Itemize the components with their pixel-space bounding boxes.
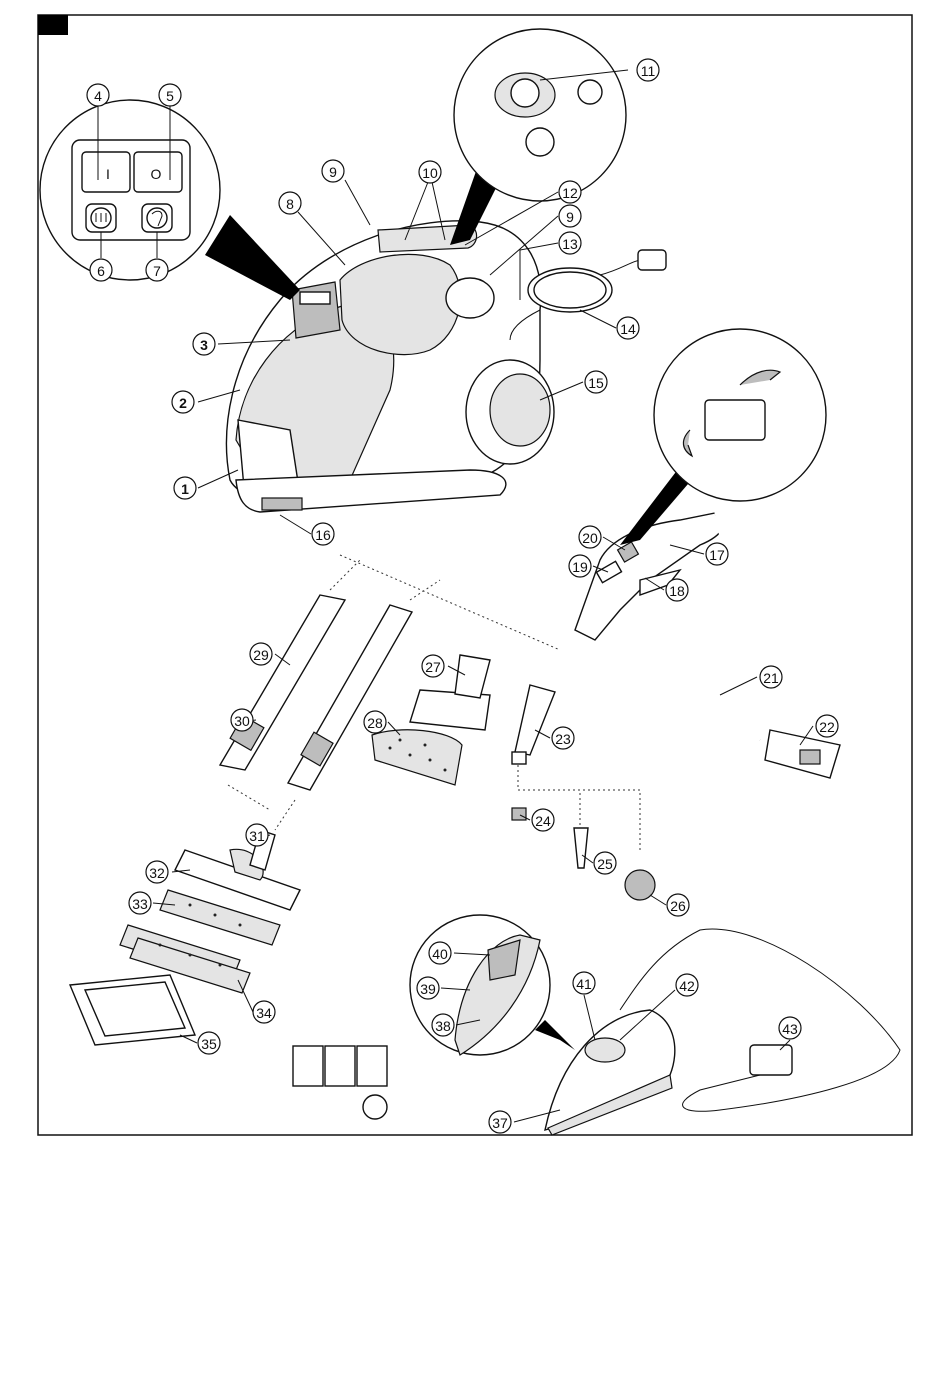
callout-31: 31: [246, 824, 268, 846]
callout-3: 3: [193, 333, 215, 355]
callout-20: 20: [579, 526, 601, 548]
callout-number: 27: [425, 659, 441, 675]
callout-number: 9: [566, 209, 574, 225]
callout-10: 10: [419, 161, 441, 183]
callout-number: 11: [641, 63, 656, 79]
callout-number: 12: [562, 185, 578, 201]
callout-33: 33: [129, 892, 151, 914]
callout-43: 43: [779, 1017, 801, 1039]
callout-7: 7: [146, 259, 168, 281]
corner-tab: [38, 15, 68, 35]
callout-number: 18: [669, 583, 685, 599]
steam-icon: [147, 208, 167, 228]
callout-34: 34: [253, 1001, 275, 1023]
callout-number: 24: [535, 813, 551, 829]
callout-number: 19: [572, 559, 588, 575]
callout-25: 25: [594, 852, 616, 874]
callout-number: 6: [97, 263, 105, 279]
callout-number: 40: [432, 946, 448, 962]
callout-5: 5: [159, 84, 181, 106]
off-symbol: O: [151, 166, 162, 182]
callout-27: 27: [422, 655, 444, 677]
carpet-glider: [70, 975, 195, 1045]
callout-number: 4: [94, 88, 102, 104]
callout-19: 19: [569, 555, 591, 577]
callout-number: 1: [181, 481, 189, 497]
callout-number: 28: [367, 715, 383, 731]
callout-number: 38: [435, 1018, 451, 1034]
callout-35: 35: [198, 1032, 220, 1054]
callout-number: 41: [576, 976, 592, 992]
callout-9a: 9: [322, 160, 344, 182]
callout-number: 16: [315, 527, 331, 543]
callout-15: 15: [585, 371, 607, 393]
callout-8: 8: [279, 192, 301, 214]
on-symbol: I: [106, 166, 110, 182]
callout-number: 17: [709, 547, 725, 563]
callout-number: 21: [763, 670, 779, 686]
callout-11: 11: [637, 59, 659, 81]
steam-iron: [545, 929, 900, 1135]
callout-number: 22: [819, 719, 835, 735]
callout-number: 8: [286, 196, 294, 212]
callout-13: 13: [559, 232, 581, 254]
callout-number: 34: [256, 1005, 272, 1021]
callout-number: 9: [329, 164, 337, 180]
callout-24: 24: [532, 809, 554, 831]
callout-number: 10: [422, 165, 438, 181]
callout-number: 33: [132, 896, 148, 912]
callout-37: 37: [489, 1111, 511, 1133]
callout-18: 18: [666, 579, 688, 601]
callout-22: 22: [816, 715, 838, 737]
callout-number: 25: [597, 856, 613, 872]
callout-number: 35: [201, 1036, 217, 1052]
callout-42: 42: [676, 974, 698, 996]
callout-28: 28: [364, 711, 386, 733]
callout-6: 6: [90, 259, 112, 281]
callout-9b: 9: [559, 205, 581, 227]
callout-2: 2: [172, 391, 194, 413]
callout-14: 14: [617, 317, 639, 339]
three-boxes: [293, 1046, 387, 1119]
callout-30: 30: [231, 709, 253, 731]
callout-38: 38: [432, 1014, 454, 1036]
callout-number: 42: [679, 978, 695, 994]
callout-17: 17: [706, 543, 728, 565]
callout-number: 15: [588, 375, 604, 391]
callout-21: 21: [760, 666, 782, 688]
callout-1: 1: [174, 477, 196, 499]
tank-cap-detail: [450, 29, 626, 245]
callout-29: 29: [250, 643, 272, 665]
callout-number: 2: [179, 395, 187, 411]
callout-number: 26: [670, 898, 686, 914]
callout-23: 23: [552, 727, 574, 749]
callout-number: 30: [234, 713, 250, 729]
steam-cleaner-body: [227, 221, 666, 512]
callout-32: 32: [146, 861, 168, 883]
callout-number: 20: [582, 530, 598, 546]
callout-number: 31: [249, 828, 265, 844]
callout-number: 39: [420, 981, 436, 997]
callout-number: 23: [555, 731, 571, 747]
callout-4: 4: [87, 84, 109, 106]
callout-26: 26: [667, 894, 689, 916]
callout-number: 32: [149, 865, 165, 881]
callout-40: 40: [429, 942, 451, 964]
callout-number: 14: [620, 321, 636, 337]
callout-number: 13: [562, 236, 578, 252]
heating-icon: [91, 208, 111, 228]
callout-number: 7: [153, 263, 161, 279]
detail-nozzle: [512, 685, 555, 764]
callout-number: 3: [200, 337, 208, 353]
callout-number: 29: [253, 647, 269, 663]
callout-number: 37: [492, 1115, 508, 1131]
callout-number: 5: [166, 88, 174, 104]
callout-39: 39: [417, 977, 439, 999]
callout-16: 16: [312, 523, 334, 545]
callout-41: 41: [573, 972, 595, 994]
callout-12: 12: [559, 181, 581, 203]
callout-number: 43: [782, 1021, 798, 1037]
